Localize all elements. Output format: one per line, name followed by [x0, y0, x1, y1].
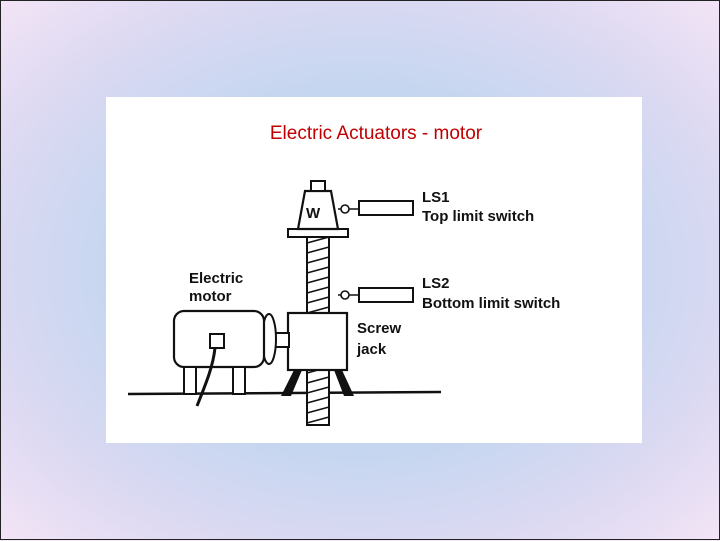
jack-leg-left — [281, 370, 302, 396]
weight-label: W — [306, 205, 321, 222]
weight-block — [296, 189, 340, 231]
motor-foot-right — [232, 366, 246, 395]
ls2-roller — [340, 290, 350, 300]
ls2-name: LS2 — [422, 275, 450, 292]
screw-jack-label-2: jack — [356, 341, 387, 358]
screw-jack-body — [286, 311, 349, 372]
load-plate — [287, 228, 349, 238]
weight-knob — [310, 180, 326, 192]
ls1-switch — [358, 200, 414, 216]
ls2-desc: Bottom limit switch — [422, 295, 560, 312]
jack-leg-right — [334, 370, 354, 396]
motor-cable — [195, 347, 217, 407]
motor-label-2: motor — [189, 288, 232, 305]
screw-jack-label-1: Screw — [357, 320, 402, 337]
motor-label-1: Electric — [189, 270, 243, 287]
ls1-name: LS1 — [422, 189, 450, 206]
ls1-roller — [340, 204, 350, 214]
ls2-switch — [358, 287, 414, 303]
ls1-desc: Top limit switch — [422, 208, 534, 225]
motor-foot-left — [183, 366, 197, 395]
slide-title: Electric Actuators - motor — [269, 123, 483, 144]
motor-terminal-box — [209, 333, 225, 349]
